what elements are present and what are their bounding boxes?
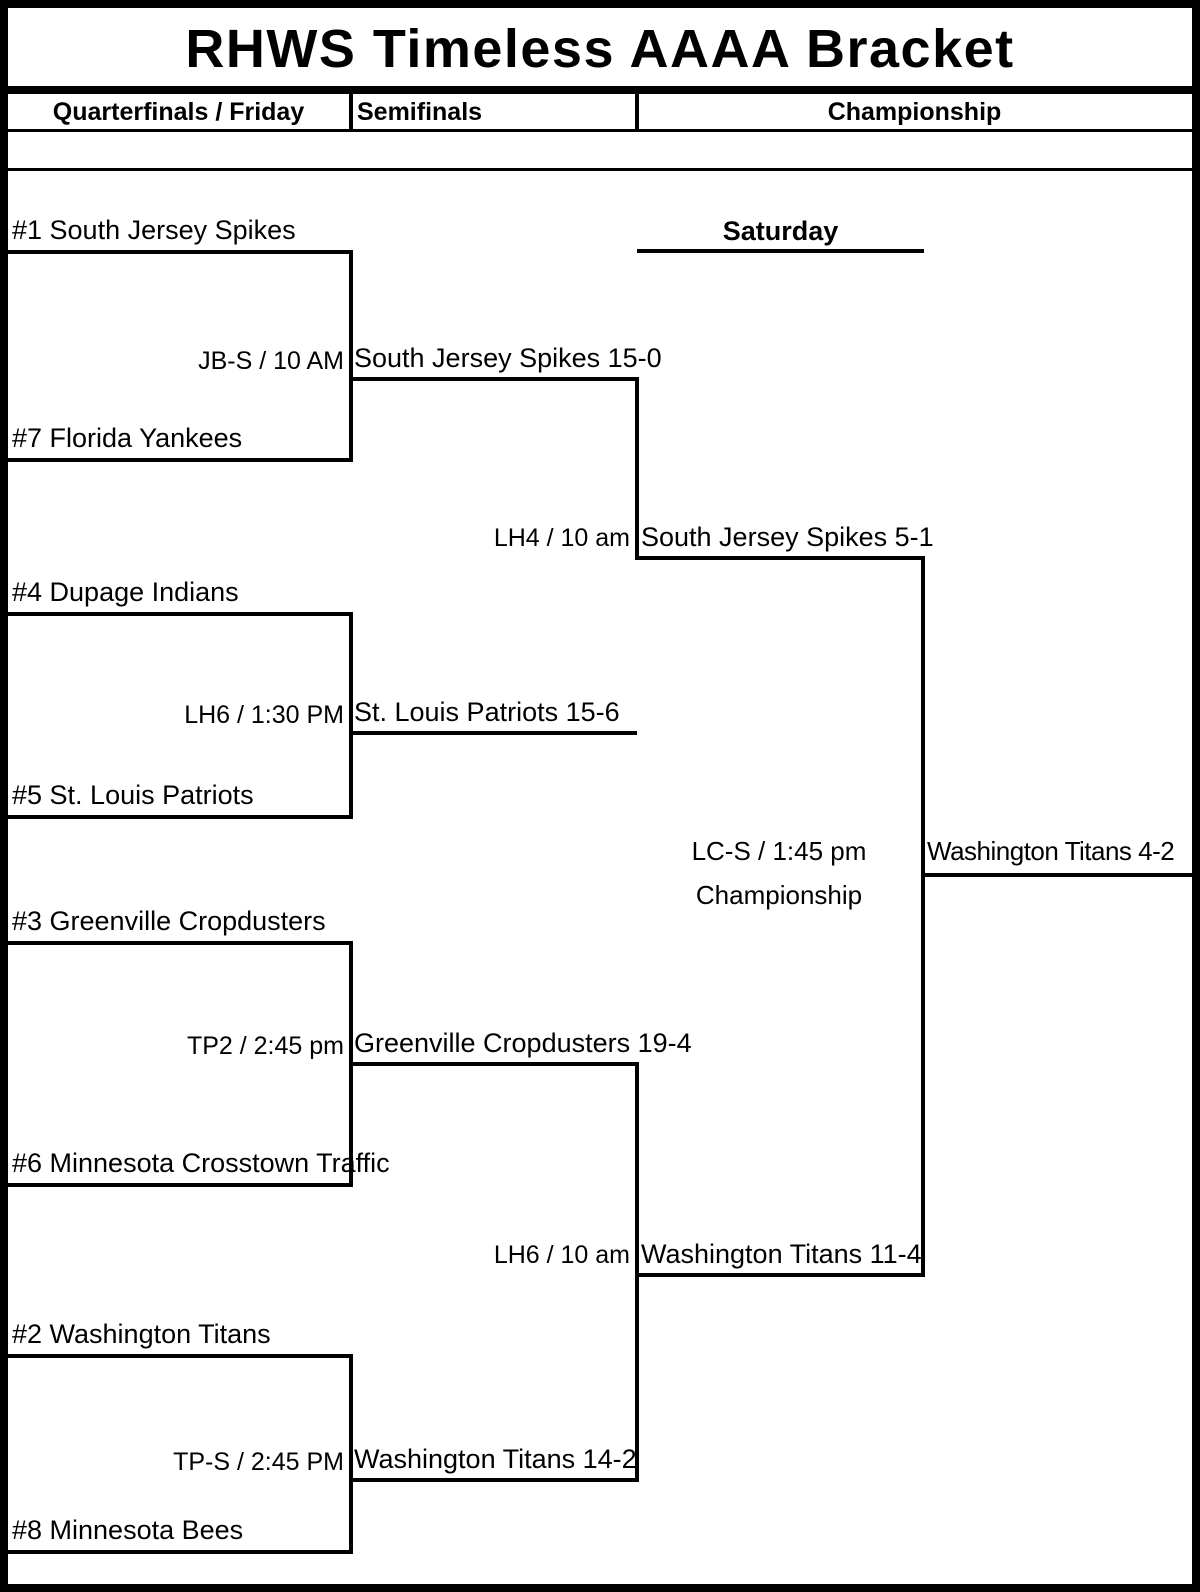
- team-line-seed5: [8, 815, 351, 819]
- qf2-game-time: LH6 / 1:30 PM: [184, 701, 344, 729]
- header-divider-1: [349, 94, 353, 129]
- team-label-seed3: #3 Greenville Cropdusters: [12, 906, 326, 936]
- title-rule: [8, 86, 1192, 94]
- team-line-seed6: [8, 1183, 351, 1187]
- sf1-game-time: LH4 / 10 am: [493, 524, 630, 552]
- championship-round-label: Championship: [695, 880, 863, 910]
- qf1-winner: South Jersey Spikes 15-0: [354, 343, 662, 373]
- qf3-game-time: TP2 / 2:45 pm: [186, 1032, 344, 1060]
- spacer-row-rule: [8, 168, 1192, 171]
- team-label-seed1: #1 South Jersey Spikes: [12, 215, 296, 245]
- qf4-winner-line: [349, 1478, 637, 1482]
- qf1-game-time: JB-S / 10 AM: [198, 347, 344, 375]
- saturday-label: Saturday: [722, 216, 839, 246]
- sf2-connector: [635, 1062, 639, 1482]
- team-label-seed8: #8 Minnesota Bees: [12, 1515, 244, 1545]
- team-line-seed7: [8, 458, 351, 462]
- team-label-seed7: #7 Florida Yankees: [12, 423, 243, 453]
- qf3-winner-line: [349, 1062, 637, 1066]
- team-label-seed5: #5 St. Louis Patriots: [12, 780, 254, 810]
- column-header-semifinals: Semifinals: [357, 98, 483, 126]
- team-line-seed2: [8, 1354, 351, 1358]
- bracket-title: RHWS Timeless AAAA Bracket: [185, 19, 1015, 79]
- sf1-connector: [635, 377, 639, 560]
- team-line-seed3: [8, 941, 351, 945]
- sf1-winner-line: [635, 556, 923, 560]
- qf1-connector: [349, 250, 353, 462]
- header-rule: [8, 129, 1192, 132]
- qf2-winner-line: [349, 731, 637, 735]
- team-label-seed4: #4 Dupage Indians: [12, 577, 239, 607]
- qf2-winner: St. Louis Patriots 15-6: [354, 697, 620, 727]
- team-line-seed8: [8, 1550, 351, 1554]
- sf2-game-time: LH6 / 10 am: [493, 1241, 630, 1269]
- championship-connector: [921, 556, 925, 1277]
- championship-game-time: LC-S / 1:45 pm: [691, 836, 867, 866]
- championship-winner-line: [921, 873, 1192, 877]
- team-label-seed2: #2 Washington Titans: [12, 1319, 271, 1349]
- saturday-underline: [637, 249, 924, 253]
- sf2-winner-line: [635, 1273, 923, 1277]
- column-header-quarterfinals: Quarterfinals / Friday: [52, 98, 305, 126]
- championship-winner: Washington Titans 4-2: [927, 836, 1175, 866]
- sf1-winner: South Jersey Spikes 5-1: [641, 522, 934, 552]
- sf2-winner: Washington Titans 11-4: [641, 1239, 922, 1269]
- qf3-winner: Greenville Cropdusters 19-4: [354, 1028, 692, 1058]
- team-line-seed4: [8, 612, 351, 616]
- qf4-connector: [349, 1354, 353, 1554]
- qf1-winner-line: [349, 377, 637, 381]
- qf2-connector: [349, 612, 353, 819]
- header-divider-2: [635, 94, 639, 129]
- team-line-seed1: [8, 250, 351, 254]
- column-header-championship: Championship: [827, 98, 1002, 126]
- qf4-game-time: TP-S / 2:45 PM: [173, 1448, 344, 1476]
- team-label-seed6: #6 Minnesota Crosstown Traffic: [12, 1148, 390, 1178]
- qf4-winner: Washington Titans 14-2: [354, 1444, 637, 1474]
